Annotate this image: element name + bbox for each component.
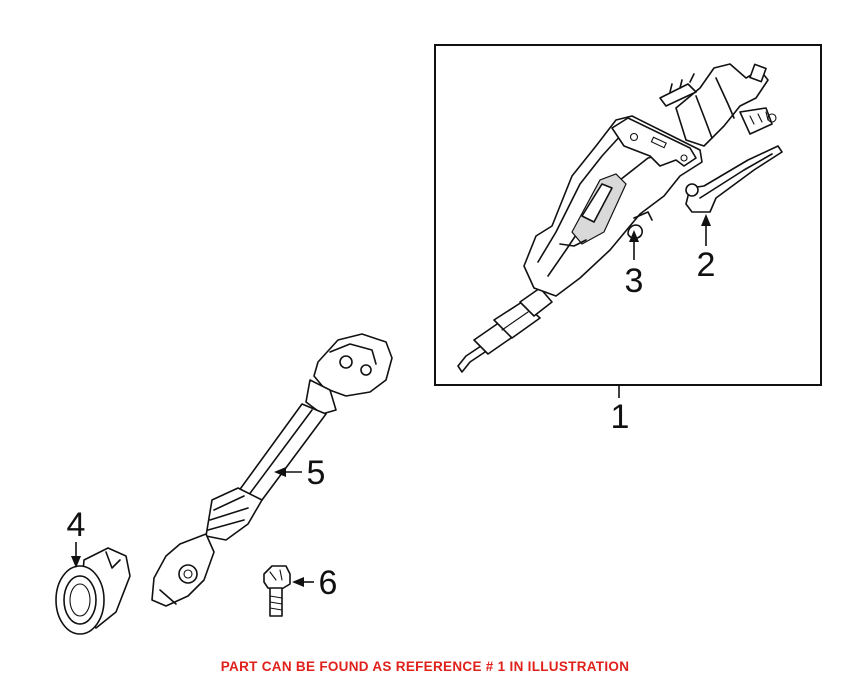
callout-5: 5 (307, 454, 326, 492)
callout-3: 3 (625, 262, 644, 300)
callout-arrow-4 (71, 542, 81, 568)
intermediate-shaft (151, 333, 393, 607)
callout-arrow-5 (274, 467, 302, 477)
callout-1: 1 (611, 398, 630, 436)
boot-bushing (55, 547, 131, 635)
callout-arrow-6 (292, 577, 314, 587)
callout-arrow-2 (701, 214, 711, 246)
steering-column-assembly (457, 63, 783, 373)
part-1-detail-box (434, 44, 822, 386)
callout-2: 2 (697, 246, 716, 284)
callout-6: 6 (319, 564, 338, 602)
callout-4: 4 (67, 506, 86, 544)
bolt (263, 565, 291, 617)
reference-footnote: PART CAN BE FOUND AS REFERENCE # 1 IN IL… (220, 659, 630, 674)
callout-arrow-3 (629, 230, 639, 260)
